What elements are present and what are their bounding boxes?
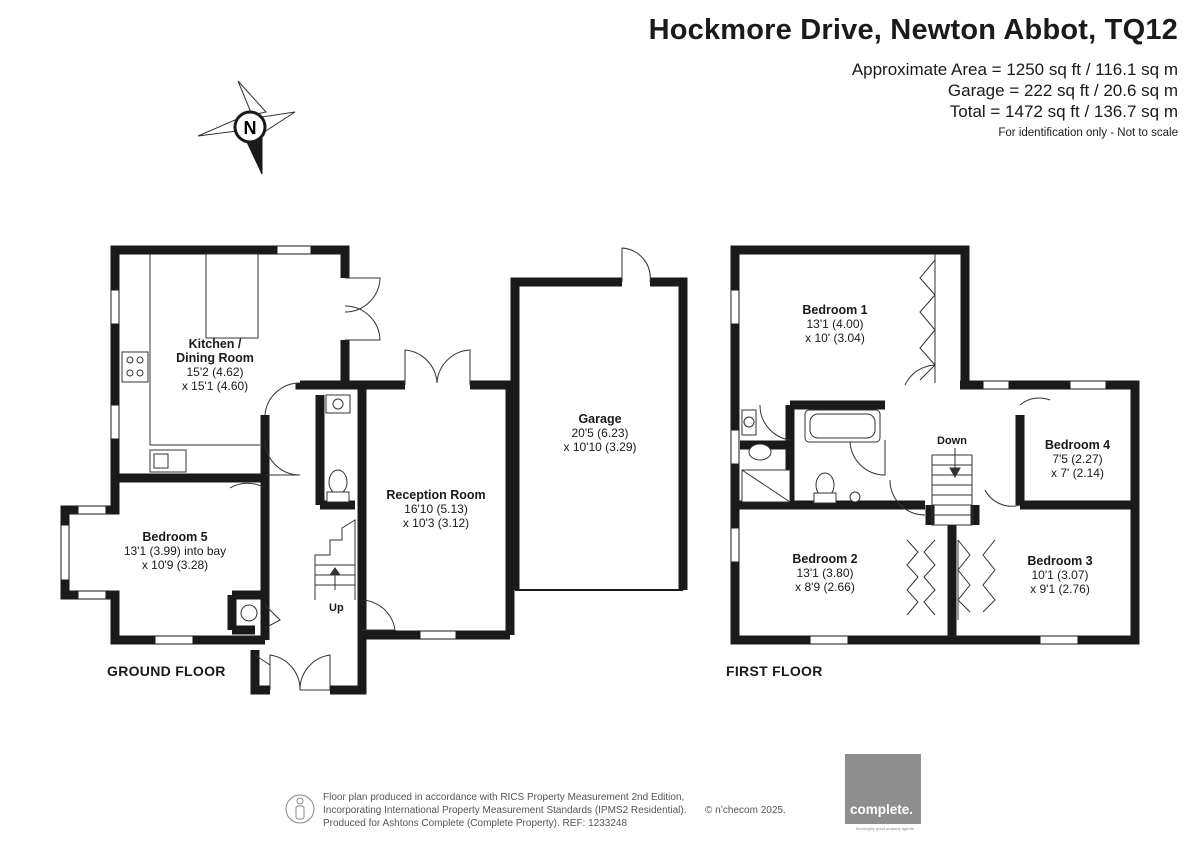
- room-name: Bedroom 1: [802, 303, 868, 317]
- room-name: Reception Room: [386, 488, 486, 502]
- footer-line: Floor plan produced in accordance with R…: [323, 792, 685, 803]
- person-info-icon: [285, 794, 315, 824]
- first-floor-label: FIRST FLOOR: [726, 663, 823, 679]
- room-bedroom-3: Bedroom 3 10'1 (3.07) x 9'1 (2.76): [1005, 554, 1115, 596]
- room-dimension: x 10'10 (3.29): [563, 440, 637, 454]
- agent-logo: complete.: [845, 754, 921, 824]
- garage-walls: [510, 277, 688, 591]
- garage-area: Garage = 222 sq ft / 20.6 sq m: [947, 81, 1178, 100]
- room-dimension: x 10'3 (3.12): [402, 516, 470, 530]
- room-dimension: 10'1 (3.07): [1031, 568, 1089, 582]
- room-name: Bedroom 5: [142, 530, 208, 544]
- room-dimension: x 8'9 (2.66): [795, 580, 855, 594]
- wardrobe-doors: [906, 254, 996, 620]
- room-name: Bedroom 4: [1044, 438, 1111, 452]
- stairs-down-label: Down: [937, 435, 967, 447]
- logo-tagline: thoroughly good property agents: [856, 826, 914, 831]
- bathroom-fittings: [741, 409, 881, 504]
- room-bedroom-5: Bedroom 5 13'1 (3.99) into bay x 10'9 (3…: [100, 530, 250, 572]
- room-name: Kitchen /: [188, 337, 242, 351]
- room-dimension: 20'5 (6.23): [571, 426, 629, 440]
- room-bedroom-2: Bedroom 2 13'1 (3.80) x 8'9 (2.66): [770, 552, 880, 594]
- room-name: Bedroom 3: [1027, 554, 1093, 568]
- first-stairs: [931, 448, 973, 526]
- room-dimension: x 15'1 (4.60): [181, 379, 249, 393]
- ground-floor-label: GROUND FLOOR: [107, 663, 226, 679]
- ground-floor-walls: [60, 245, 515, 695]
- room-reception: Reception Room 16'10 (5.13) x 10'3 (3.12…: [370, 488, 502, 530]
- footer-line: Incorporating International Property Mea…: [323, 805, 687, 816]
- property-title: Hockmore Drive, Newton Abbot, TQ12: [648, 14, 1178, 46]
- room-dimension: 13'1 (3.99) into bay: [123, 544, 227, 558]
- room-dimension: 13'1 (3.80): [796, 566, 854, 580]
- room-dimension: x 9'1 (2.76): [1030, 582, 1090, 596]
- ground-windows: [60, 245, 457, 645]
- room-dimension: x 10'9 (3.28): [141, 558, 209, 572]
- ground-stairs: [314, 519, 356, 600]
- stairs-up-label: Up: [329, 602, 344, 614]
- room-dimension: x 7' (2.14): [1051, 466, 1104, 480]
- room-dimension: 15'2 (4.62): [186, 365, 244, 379]
- room-bedroom-1: Bedroom 1 13'1 (4.00) x 10' (3.04): [780, 303, 890, 345]
- room-name: Bedroom 2: [792, 552, 858, 566]
- compass-rose-icon: N: [197, 80, 296, 175]
- room-garage: Garage 20'5 (6.23) x 10'10 (3.29): [535, 412, 665, 454]
- footer-text: Floor plan produced in accordance with R…: [323, 791, 687, 830]
- total-area: Total = 1472 sq ft / 136.7 sq m: [949, 102, 1178, 121]
- kitchen-fittings: [121, 253, 260, 473]
- logo-text: complete.: [850, 802, 914, 817]
- room-dimension: 16'10 (5.13): [404, 502, 468, 516]
- copyright-text: © n’checom 2025.: [705, 805, 786, 816]
- compass-letter: N: [244, 118, 257, 138]
- first-doors: [759, 364, 1051, 516]
- scale-note: For identification only - Not to scale: [998, 127, 1178, 139]
- room-dimension: x 10' (3.04): [805, 331, 865, 345]
- room-name: Garage: [578, 412, 622, 426]
- room-dimension: 7'5 (2.27): [1052, 452, 1103, 466]
- footer-line: Produced for Ashtons Complete (Complete …: [323, 818, 628, 829]
- room-bedroom-4: Bedroom 4 7'5 (2.27) x 7' (2.14): [1025, 438, 1130, 480]
- approx-area: Approximate Area = 1250 sq ft / 116.1 sq…: [851, 60, 1178, 79]
- ground-wc-fittings: [240, 394, 351, 622]
- header: Hockmore Drive, Newton Abbot, TQ12 Appro…: [649, 14, 1178, 139]
- room-name: Dining Room: [176, 351, 254, 365]
- room-kitchen-dining: Kitchen / Dining Room 15'2 (4.62) x 15'1…: [150, 337, 280, 393]
- room-dimension: 13'1 (4.00): [806, 317, 864, 331]
- first-windows: [730, 289, 1107, 645]
- ground-doors: [229, 247, 651, 691]
